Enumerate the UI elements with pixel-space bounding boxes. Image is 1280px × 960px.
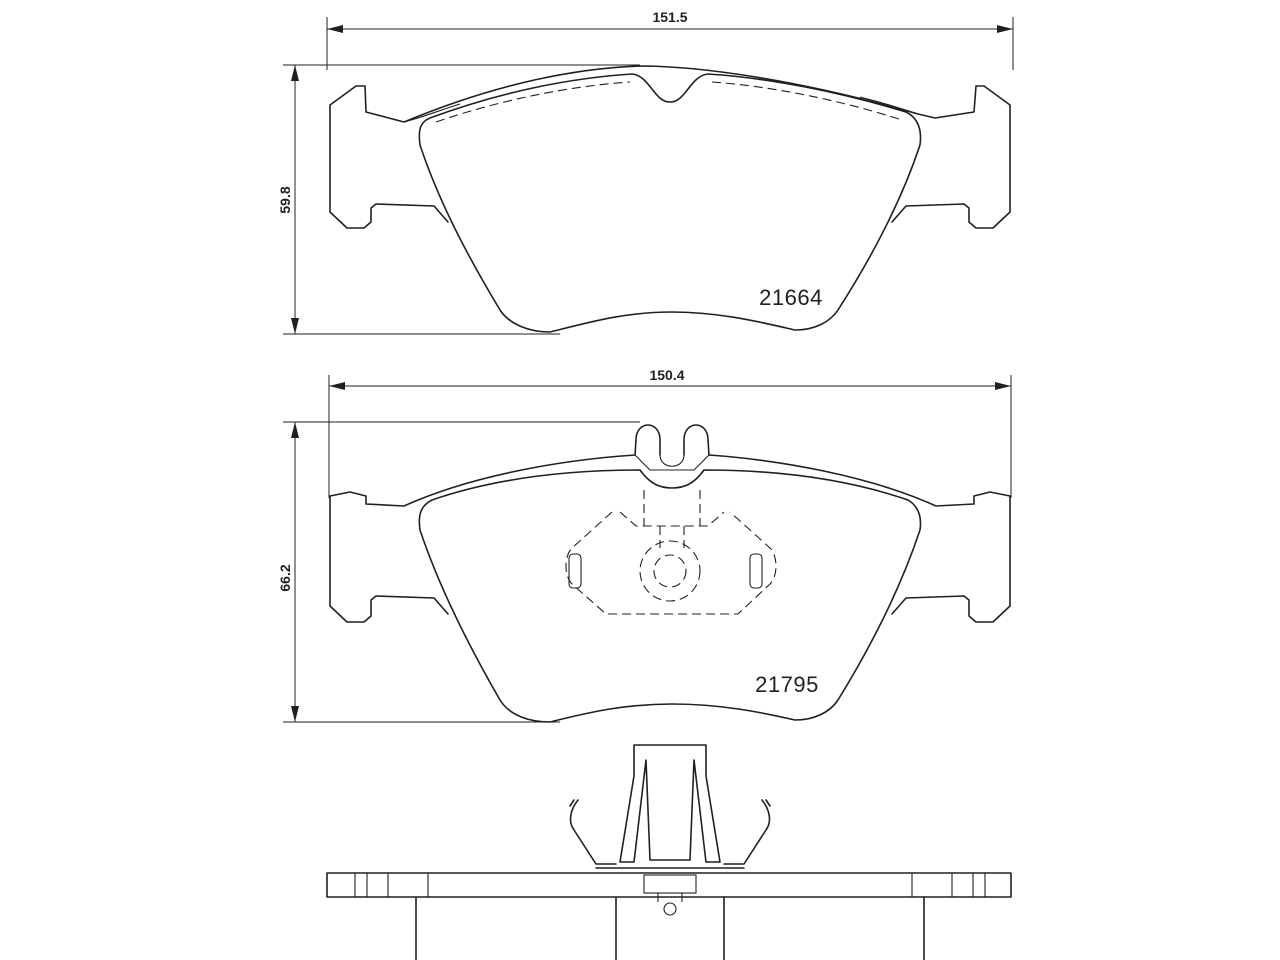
side-view-spring-clip — [619, 744, 721, 863]
bottom-wear-sensor-outline — [565, 490, 777, 615]
bottom-part-number: 21795 — [755, 672, 819, 697]
side-view-sensor-dot — [663, 902, 677, 916]
top-width-dimension — [326, 17, 1014, 70]
bottom-width-dimension — [328, 375, 1012, 498]
top-height-label: 59.8 — [277, 186, 293, 213]
side-view-group — [326, 744, 1012, 960]
side-view-plate-marks — [354, 873, 986, 897]
top-wear-contour — [435, 81, 903, 123]
top-width-label: 151.5 — [652, 9, 687, 25]
bottom-friction-material — [418, 469, 922, 723]
bottom-backing-plate — [329, 424, 1011, 623]
top-backing-plate — [329, 65, 1011, 229]
side-view-sensor-slot — [643, 874, 697, 894]
side-view-backing-plate — [326, 872, 1012, 898]
top-height-dimension — [283, 64, 640, 335]
side-view-left-spring-arm — [569, 799, 617, 865]
top-friction-material — [418, 73, 922, 333]
bottom-clip-notch — [634, 454, 710, 471]
side-view-right-spring-arm — [723, 799, 771, 865]
top-pad-group: 151.5 59.8 21664 — [277, 9, 1014, 335]
top-chamfer-line — [403, 96, 919, 123]
bottom-width-label: 150.4 — [649, 367, 684, 383]
bottom-height-dimension — [283, 421, 640, 723]
bottom-pad-group: 150.4 66.2 21795 — [277, 367, 1012, 723]
bottom-height-label: 66.2 — [277, 564, 293, 591]
top-part-number: 21664 — [759, 285, 823, 310]
side-view-friction-block — [415, 896, 925, 960]
